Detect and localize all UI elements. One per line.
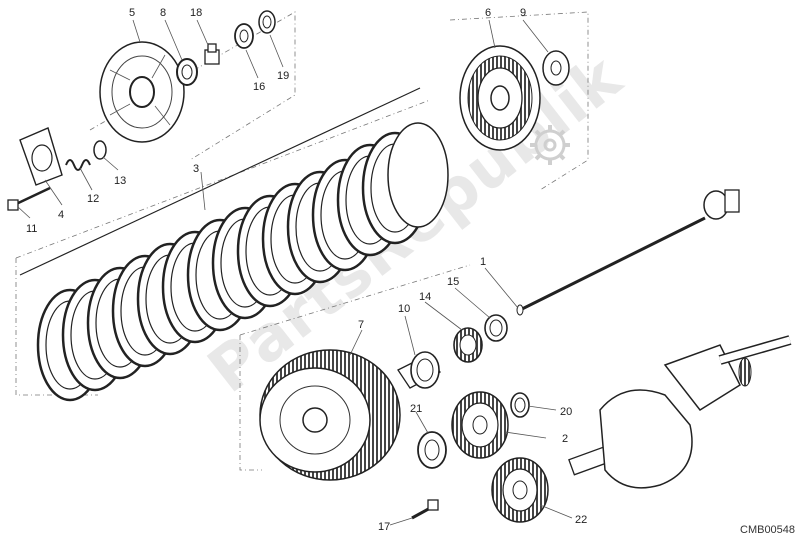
gear-2 bbox=[451, 391, 509, 459]
push-rod bbox=[516, 216, 706, 316]
part-label-11: 11 bbox=[26, 223, 37, 235]
pressure-plate bbox=[99, 41, 185, 143]
assembly-outlines bbox=[15, 11, 589, 471]
cup-13 bbox=[93, 140, 107, 160]
part-label-6: 6 bbox=[485, 7, 491, 19]
screw-11 bbox=[7, 186, 51, 211]
bearing-14 bbox=[453, 327, 483, 363]
part-label-17: 17 bbox=[378, 521, 390, 533]
nut-16 bbox=[234, 23, 254, 49]
part-label-19: 19 bbox=[277, 70, 289, 82]
part-label-5: 5 bbox=[129, 7, 135, 19]
part-label-14: 14 bbox=[419, 291, 431, 303]
leader-lines bbox=[17, 19, 573, 526]
drawing-code: CMB00548 bbox=[740, 524, 795, 536]
clutch-housing bbox=[259, 349, 401, 481]
gear-22 bbox=[491, 457, 549, 523]
bolt-18 bbox=[204, 43, 220, 65]
bearing-8 bbox=[176, 58, 198, 86]
cover-plate-4 bbox=[19, 127, 63, 186]
part-label-3: 3 bbox=[193, 163, 199, 175]
crankshaft bbox=[568, 335, 792, 489]
clutch-hub bbox=[459, 45, 541, 151]
part-label-16: 16 bbox=[253, 81, 265, 93]
sleeve-10 bbox=[397, 351, 441, 389]
part-label-22: 22 bbox=[575, 514, 587, 526]
bushing-21 bbox=[417, 431, 447, 469]
gear-icon bbox=[530, 125, 570, 165]
part-labels: 1 2 3 4 5 6 7 8 9 10 11 12 13 14 15 16 1… bbox=[26, 7, 587, 533]
part-label-7: 7 bbox=[358, 319, 364, 331]
bushing-15 bbox=[484, 314, 508, 342]
part-label-2: 2 bbox=[562, 433, 568, 445]
part-label-4: 4 bbox=[58, 209, 64, 221]
part-label-21: 21 bbox=[410, 403, 422, 415]
clutch-plate-stack bbox=[19, 87, 449, 402]
part-label-8: 8 bbox=[160, 7, 166, 19]
part-label-9: 9 bbox=[520, 7, 526, 19]
part-label-10: 10 bbox=[398, 303, 410, 315]
part-label-18: 18 bbox=[190, 7, 202, 19]
part-label-20: 20 bbox=[560, 406, 572, 418]
slave-piston bbox=[703, 189, 740, 220]
part-label-13: 13 bbox=[114, 175, 126, 187]
bolt-17 bbox=[411, 499, 439, 520]
washer-19 bbox=[258, 10, 276, 34]
part-label-15: 15 bbox=[447, 276, 459, 288]
washer-20 bbox=[510, 392, 530, 418]
part-label-1: 1 bbox=[480, 256, 486, 268]
part-label-12: 12 bbox=[87, 193, 99, 205]
washer-9 bbox=[542, 50, 570, 86]
spring-12 bbox=[65, 159, 91, 171]
